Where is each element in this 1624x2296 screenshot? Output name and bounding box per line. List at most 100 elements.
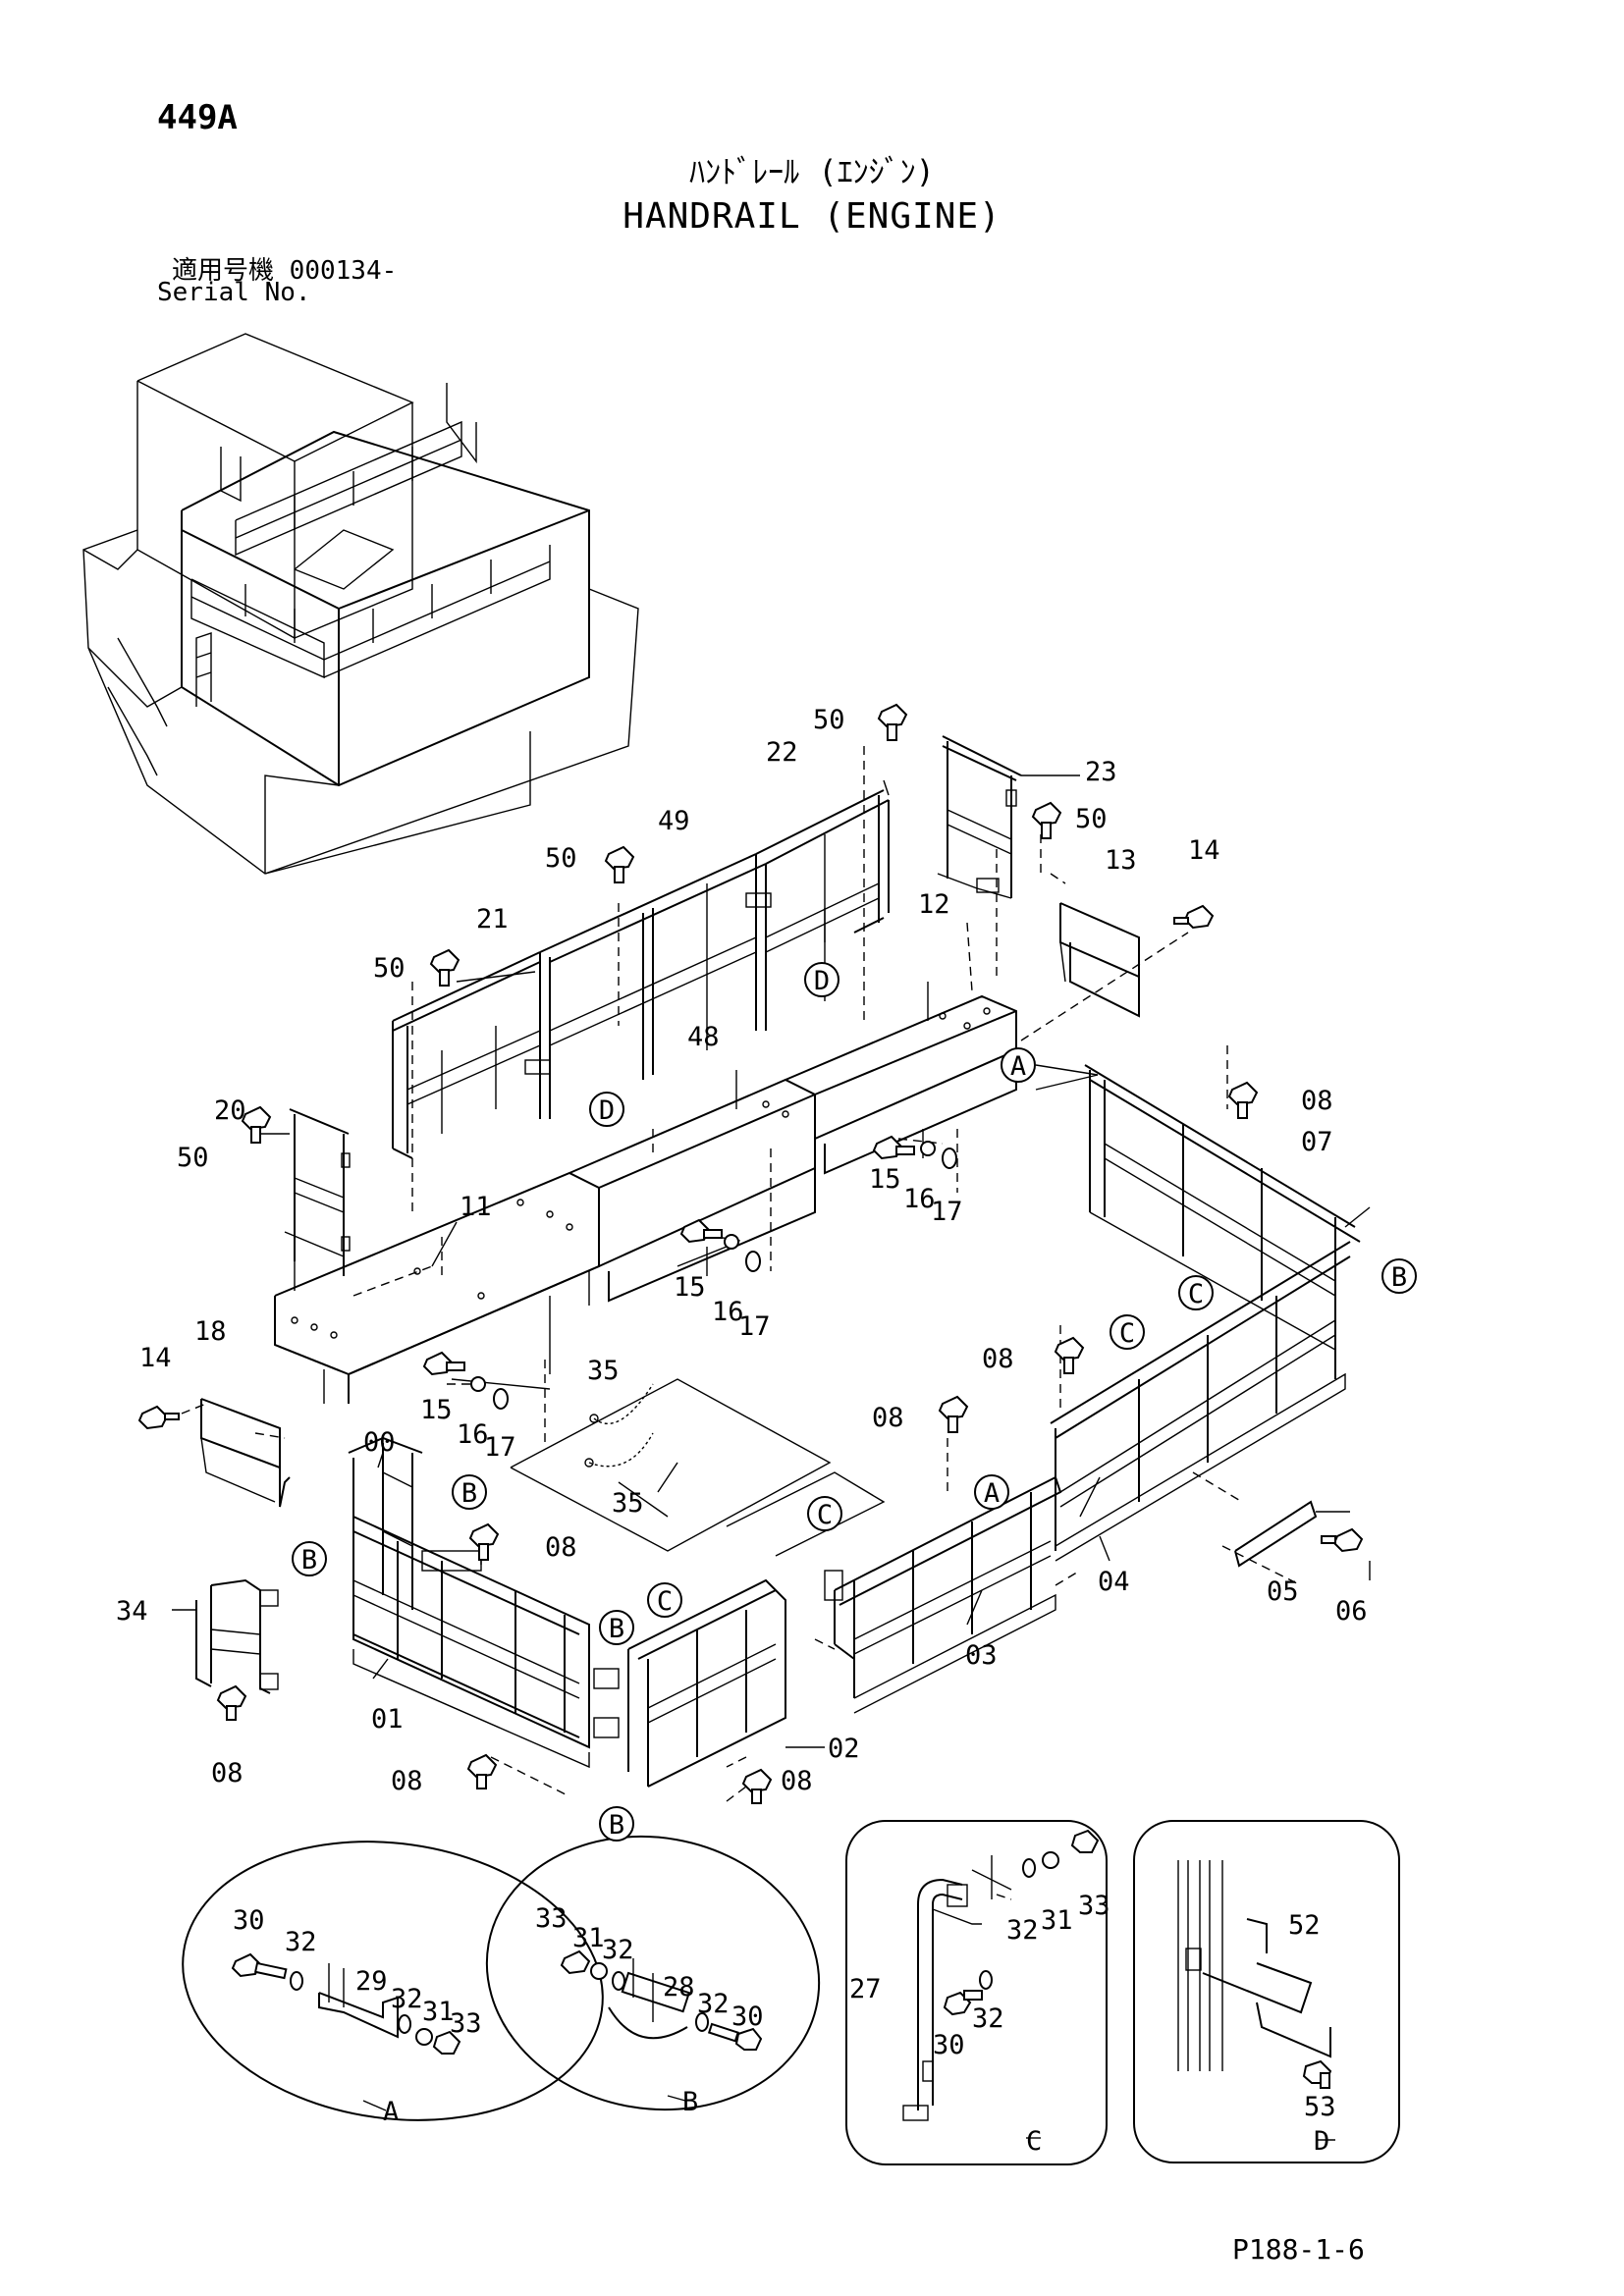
- callout-text: D: [599, 1095, 615, 1126]
- label-50-left: 50: [373, 953, 406, 984]
- rail-03: [824, 1475, 1062, 1714]
- callout-b-3: B: [292, 1541, 327, 1576]
- label-50-mid: 50: [545, 843, 577, 874]
- bolt-14-right: [1173, 904, 1215, 930]
- plate-18: [200, 1398, 291, 1508]
- label-a-32-left: 32: [285, 1927, 317, 1957]
- washer-17-b: [745, 1251, 761, 1272]
- rail-01: [352, 1516, 590, 1769]
- callout-b-2: B: [452, 1474, 487, 1510]
- label-a-ref: A: [383, 2097, 399, 2127]
- detail-a-view: [182, 1841, 604, 2121]
- callout-text: C: [817, 1500, 833, 1530]
- footer-code: P188-1-6: [1232, 2233, 1365, 2266]
- part-labels: 50 22 23 50 49 50 14 13 12 21 50 48 08 0…: [116, 705, 1368, 2157]
- label-01: 01: [371, 1704, 404, 1735]
- label-16-b: 16: [712, 1297, 744, 1327]
- label-05: 05: [1267, 1576, 1299, 1607]
- label-35-bottom: 35: [612, 1488, 644, 1519]
- label-23: 23: [1085, 757, 1117, 787]
- rail-21: [392, 951, 551, 1159]
- label-d-52: 52: [1288, 1910, 1321, 1941]
- label-c-32-bottom: 32: [972, 2003, 1004, 2034]
- bolt-08-f: [466, 1753, 498, 1789]
- label-08-g: 08: [781, 1766, 813, 1796]
- label-a-33: 33: [450, 2008, 482, 2039]
- label-00: 00: [363, 1427, 396, 1458]
- label-a-32-right: 32: [391, 1984, 423, 2014]
- washer-16-c: [470, 1376, 486, 1392]
- label-b-ref: B: [682, 2087, 698, 2117]
- callout-c-4: C: [647, 1582, 682, 1618]
- label-16-c: 16: [457, 1419, 489, 1450]
- washer-16-a: [920, 1141, 936, 1156]
- washer-17-a: [942, 1148, 957, 1169]
- page-number: 449A: [157, 98, 238, 137]
- bolt-08-b: [1054, 1336, 1085, 1374]
- bolt-08-c: [938, 1395, 969, 1433]
- callout-d-1: D: [804, 962, 839, 997]
- callout-text: C: [1188, 1279, 1204, 1309]
- rail-49: [539, 853, 772, 1080]
- label-06: 06: [1335, 1596, 1368, 1627]
- label-14-right: 14: [1188, 835, 1220, 866]
- callout-text: D: [814, 966, 830, 996]
- label-11: 11: [460, 1192, 492, 1222]
- label-b-32-left: 32: [602, 1935, 634, 1965]
- callout-a-2: A: [974, 1474, 1009, 1510]
- bolt-06: [1321, 1527, 1364, 1553]
- callout-text: A: [984, 1478, 1000, 1509]
- gate-23: [937, 735, 1022, 899]
- label-c-31: 31: [1041, 1905, 1073, 1936]
- label-22: 22: [766, 737, 798, 768]
- label-35-top: 35: [587, 1356, 620, 1386]
- bolt-08-g: [741, 1768, 773, 1804]
- label-b-28: 28: [663, 1972, 695, 2002]
- label-48: 48: [687, 1022, 720, 1052]
- label-b-33: 33: [535, 1903, 568, 1934]
- callout-circles: D D A B C C A B B C C B B: [292, 962, 1417, 1842]
- rail-07: [1084, 1064, 1361, 1351]
- label-50-top: 50: [813, 705, 845, 735]
- label-50-gate: 50: [177, 1143, 209, 1173]
- callout-text: C: [657, 1586, 673, 1617]
- label-17-c: 17: [484, 1432, 516, 1463]
- label-20: 20: [214, 1095, 246, 1126]
- callout-text: B: [461, 1478, 477, 1509]
- rail-00: [348, 1436, 482, 1610]
- bolt-08-d: [468, 1522, 500, 1561]
- callout-d-2: D: [589, 1092, 624, 1127]
- label-08-a: 08: [1301, 1086, 1333, 1116]
- callout-text: B: [1391, 1262, 1407, 1293]
- label-c-ref: C: [1026, 2126, 1042, 2157]
- label-50-right: 50: [1075, 804, 1108, 834]
- plate-05: [1234, 1500, 1318, 1568]
- ladder-34: [195, 1578, 279, 1694]
- callout-c-3: C: [807, 1496, 842, 1531]
- title-japanese: ﾊﾝﾄﾞﾚｰﾙ (ｴﾝｼﾞﾝ): [689, 153, 935, 190]
- label-49: 49: [658, 806, 690, 836]
- serial-value: 000134-: [289, 256, 398, 286]
- detail-d-view: [1133, 1820, 1400, 2163]
- label-c-30: 30: [933, 2030, 965, 2060]
- callout-text: B: [301, 1545, 317, 1575]
- label-02: 02: [828, 1734, 860, 1764]
- label-12: 12: [918, 889, 950, 920]
- callout-b-4: B: [599, 1610, 634, 1645]
- callout-text: C: [1119, 1318, 1135, 1349]
- label-a-31: 31: [422, 1997, 455, 2027]
- label-b-31: 31: [572, 1923, 605, 1953]
- bolt-15-b: [679, 1218, 723, 1244]
- label-c-27: 27: [849, 1974, 882, 2004]
- label-13: 13: [1105, 845, 1137, 876]
- label-04: 04: [1098, 1567, 1130, 1597]
- label-08-c: 08: [872, 1403, 904, 1433]
- label-d-53: 53: [1304, 2092, 1336, 2122]
- bolt-50-top: [877, 703, 908, 741]
- label-21: 21: [476, 904, 509, 934]
- callout-b-5: B: [599, 1806, 634, 1842]
- bolt-50-gate: [241, 1105, 272, 1144]
- label-a-29: 29: [355, 1966, 388, 1997]
